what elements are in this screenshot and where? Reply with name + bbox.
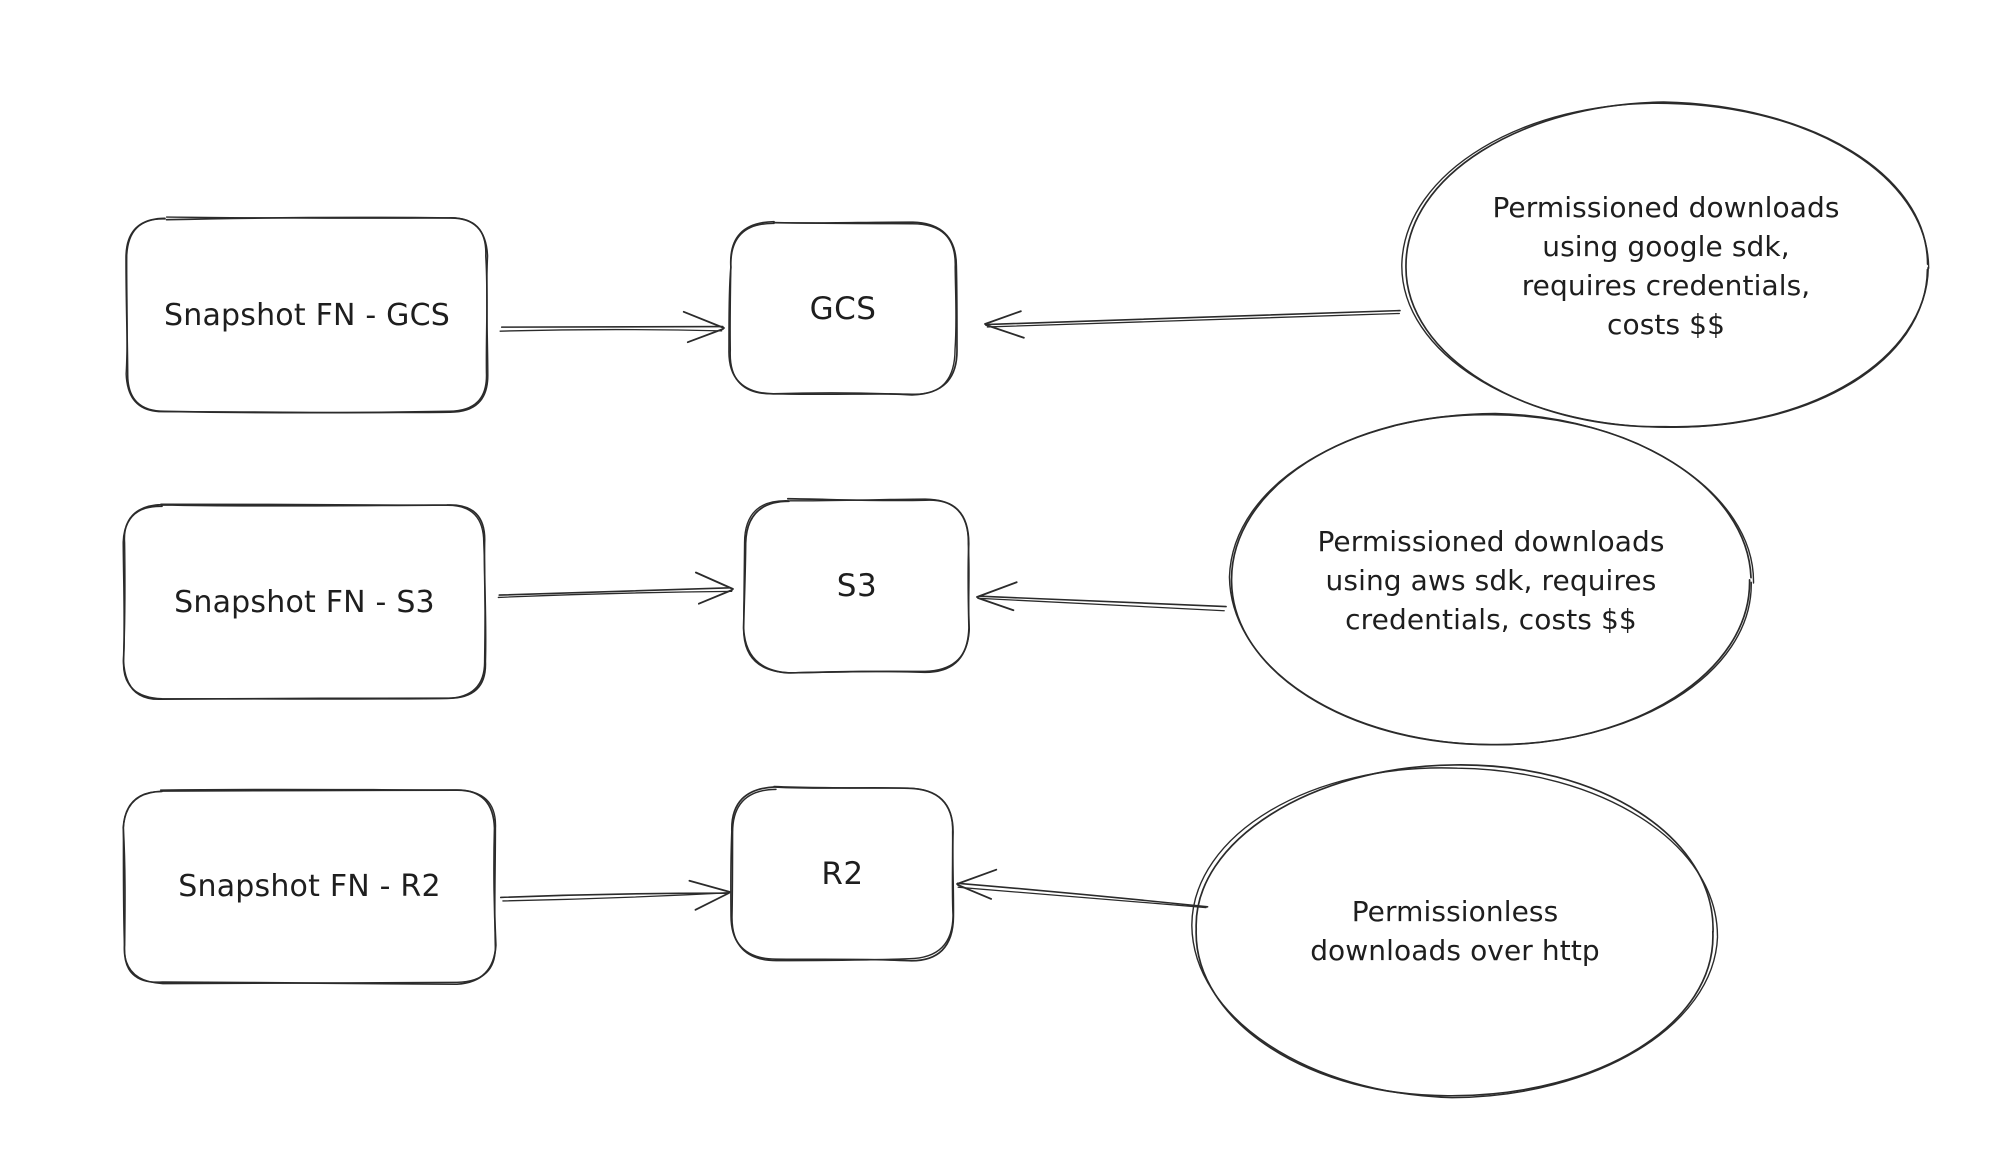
note-ellipse-s3-shape bbox=[1228, 412, 1755, 746]
arrow-r2-note-to-target bbox=[956, 868, 1209, 909]
arrow-gcs-source-to-target bbox=[499, 310, 725, 344]
note-ellipse-gcs-shape bbox=[1401, 101, 1930, 428]
target-node-r2-shape bbox=[730, 785, 955, 962]
source-node-r2-shape bbox=[122, 788, 497, 986]
target-node-s3-shape bbox=[742, 497, 971, 674]
arrow-r2-source-to-target bbox=[499, 879, 731, 911]
arrow-gcs-note-to-target bbox=[984, 309, 1401, 339]
source-node-gcs-shape bbox=[125, 216, 489, 414]
arrow-s3-note-to-target bbox=[976, 581, 1227, 612]
note-ellipse-r2-shape bbox=[1191, 764, 1719, 1099]
target-node-gcs-shape bbox=[728, 220, 958, 396]
arrow-s3-source-to-target bbox=[497, 571, 734, 605]
source-node-s3-shape bbox=[122, 503, 487, 701]
